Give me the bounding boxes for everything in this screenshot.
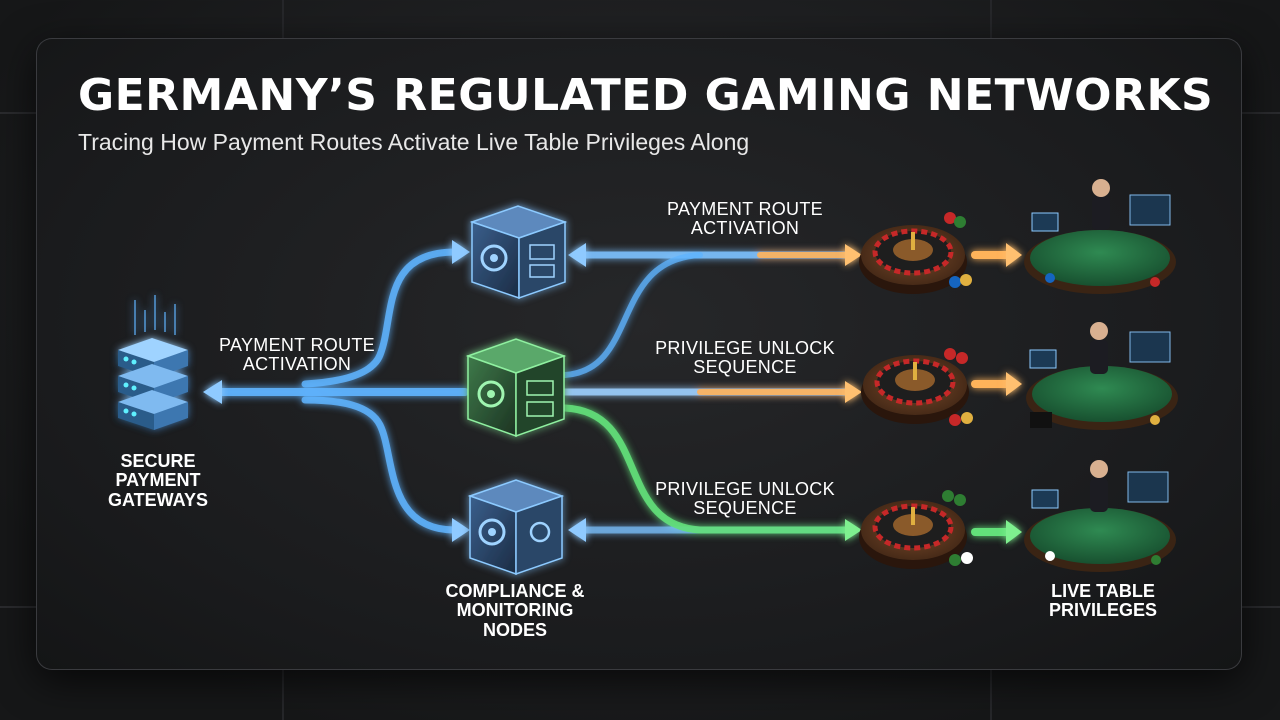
- connector-gateway-bottom: [301, 396, 459, 534]
- compliance-cube-top-icon: [469, 205, 568, 300]
- arrowhead-gateway: [203, 380, 222, 404]
- compliance-cube-bottom-icon: [467, 479, 565, 576]
- page-title: GERMANY’S REGULATED GAMING NETWORKS: [78, 70, 1214, 121]
- roulette-wheel-bottom-icon: [859, 490, 973, 569]
- live-table-middle-icon: [1026, 322, 1178, 430]
- route-label-left: PAYMENT ROUTE ACTIVATION: [219, 335, 375, 375]
- connector-gateway-top: [301, 248, 459, 388]
- live-table-bottom-icon: [1024, 460, 1176, 572]
- server-icon: [118, 295, 188, 430]
- route-label-top: PAYMENT ROUTE ACTIVATION: [667, 199, 823, 239]
- roulette-wheel-top-icon: [859, 212, 972, 294]
- page-subtitle: Tracing How Payment Routes Activate Live…: [78, 129, 750, 155]
- connector-middle-to-top: [562, 252, 703, 378]
- arrowhead-top-right: [845, 244, 862, 266]
- compliance-cube-middle-icon: [465, 338, 567, 438]
- connector-middle-to-bottom: [561, 404, 854, 534]
- roulette-wheel-middle-icon: [861, 348, 973, 426]
- arrowhead-top-left: [568, 243, 586, 267]
- live-table-top-icon: [1024, 179, 1176, 294]
- node-label-live-table: LIVE TABLE PRIVILEGES: [1048, 581, 1158, 621]
- arrowhead-table-middle: [1006, 372, 1022, 396]
- node-label-compliance: COMPLIANCE & MONITORING NODES: [445, 581, 585, 640]
- route-label-middle: PRIVILEGE UNLOCK SEQUENCE: [655, 338, 835, 378]
- arrowhead-bottom-left: [568, 518, 586, 542]
- arrowhead-cube-top-in: [452, 240, 470, 264]
- arrowhead-table-top: [1006, 243, 1022, 267]
- route-label-bottom: PRIVILEGE UNLOCK SEQUENCE: [655, 479, 835, 519]
- arrowhead-bottom-right: [845, 519, 862, 541]
- arrowhead-middle-right: [845, 381, 862, 403]
- arrowhead-table-bottom: [1006, 520, 1022, 544]
- arrowhead-cube-bottom-in: [452, 518, 470, 542]
- node-label-gateway: SECURE PAYMENT GATEWAYS: [107, 451, 209, 510]
